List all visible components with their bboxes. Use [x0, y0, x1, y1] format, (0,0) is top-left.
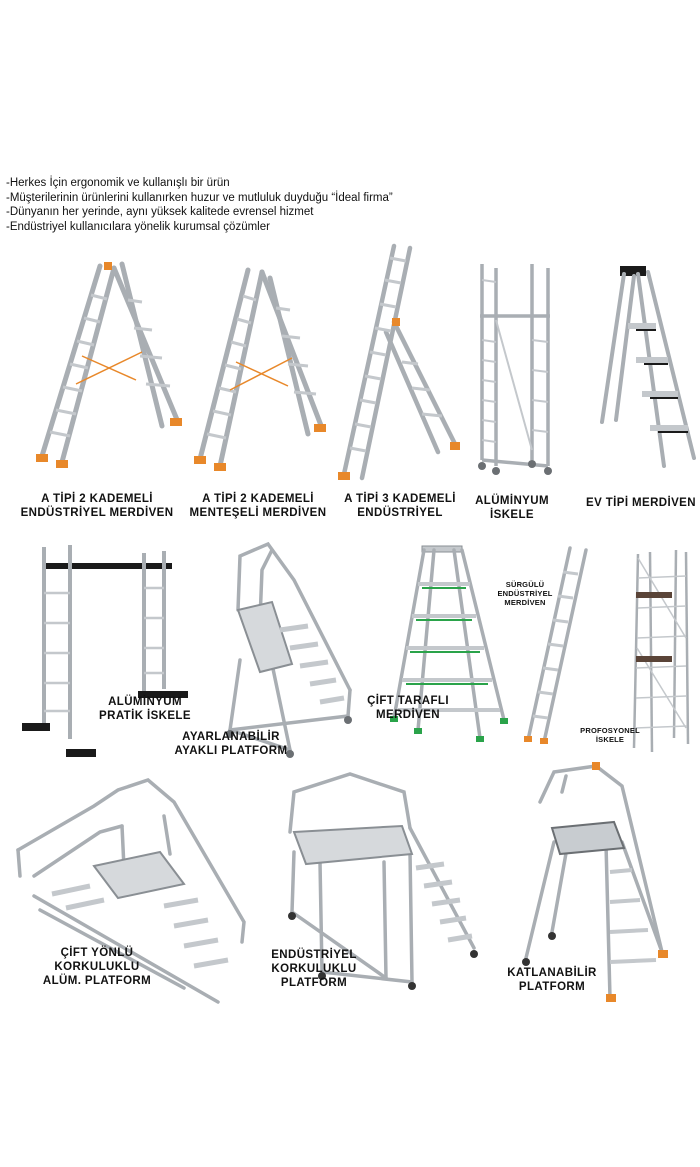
product-adjustable-platform[interactable]: AYARLANABİLİR AYAKLI PLATFORM — [168, 540, 360, 762]
product-label: EV TİPİ MERDİVEN — [586, 497, 696, 509]
product-aluminium-scaffold[interactable]: ALÜMİNYUM İSKELE — [472, 260, 557, 536]
product-double-sided-ladder[interactable]: ÇİFT TARAFLI MERDİVEN — [367, 544, 510, 746]
bridge-platform-icon — [16, 778, 246, 1004]
product-label: ENDÜSTRİYEL KORKULUKLU PLATFORM — [271, 949, 357, 989]
double-sided-ladder-icon — [390, 545, 508, 742]
professional-scaffold-icon — [632, 549, 690, 753]
product-label: A TİPİ 2 KADEMELİ MENTEŞELİ MERDİVEN — [189, 493, 327, 519]
product-folding-platform[interactable]: KATLANABİLİR PLATFORM — [502, 762, 680, 1004]
three-section-ladder-icon — [338, 243, 460, 481]
product-a-type-3-step-industrial[interactable]: A TİPİ 3 KADEMELİ ENDÜSTRİYEL — [338, 242, 463, 536]
intro-line: -Dünyanın her yerinde, aynı yüksek kalit… — [6, 206, 314, 218]
folding-platform-icon — [522, 762, 668, 1002]
intro-line: -Herkes İçin ergonomik ve kullanışlı bir… — [6, 177, 230, 189]
product-label: A TİPİ 2 KADEMELİ ENDÜSTRİYEL MERDİVEN — [20, 493, 174, 519]
intro-line: -Endüstriyel kullanıcılara yönelik kurum… — [6, 220, 270, 233]
product-bidirectional-railed-platform[interactable]: ÇİFT YÖNLÜ KORKULUKLU ALÜM. PLATFORM — [14, 776, 250, 1012]
product-label: ÇİFT TARAFLI MERDİVEN — [367, 695, 449, 721]
intro-text: -Herkes İçin ergonomik ve kullanışlı bir… — [6, 176, 393, 234]
product-label: ALÜMİNYUM İSKELE — [475, 495, 549, 521]
product-professional-scaffold[interactable]: PROFOSYONEL İSKELE — [580, 548, 694, 754]
product-aluminium-practical-scaffold[interactable]: ALÜMİNYUM PRATİK İSKELE — [20, 543, 196, 763]
product-household-ladder[interactable]: EV TİPİ MERDİVEN — [586, 262, 700, 536]
product-label: KATLANABİLİR PLATFORM — [507, 967, 597, 993]
product-label: SÜRGÜLÜ ENDÜSTRİYEL MERDİVEN — [497, 580, 553, 607]
product-label: A TİPİ 3 KADEMELİ ENDÜSTRİYEL — [344, 493, 456, 519]
product-label: AYARLANABİLİR AYAKLI PLATFORM — [174, 731, 288, 757]
a-frame-ladder-icon — [36, 261, 182, 468]
product-a-type-2-step-industrial[interactable]: A TİPİ 2 KADEMELİ ENDÜSTRİYEL MERDİVEN — [21, 256, 190, 536]
intro-line: -Müşterilerinin ürünlerini kullanırken h… — [6, 191, 393, 204]
household-step-ladder-icon — [600, 266, 696, 468]
product-a-type-2-step-hinged[interactable]: A TİPİ 2 KADEMELİ MENTEŞELİ MERDİVEN — [190, 264, 330, 536]
product-industrial-railed-platform[interactable]: ENDÜSTRİYEL KORKULUKLU PLATFORM — [260, 772, 478, 998]
railed-platform-icon — [288, 772, 478, 990]
product-label: ÇİFT YÖNLÜ KORKULUKLU ALÜM. PLATFORM — [42, 947, 152, 987]
practical-scaffold-icon — [22, 545, 188, 757]
sliding-ladder-icon — [524, 546, 588, 744]
product-label: ALÜMİNYUM PRATİK İSKELE — [99, 696, 191, 722]
hinged-ladder-icon — [194, 267, 326, 471]
adjustable-platform-icon — [226, 541, 352, 758]
product-sliding-industrial-ladder[interactable]: SÜRGÜLÜ ENDÜSTRİYEL MERDİVEN — [497, 544, 592, 744]
scaffold-tower-icon — [478, 264, 552, 475]
product-label: PROFOSYONEL İSKELE — [580, 726, 640, 744]
